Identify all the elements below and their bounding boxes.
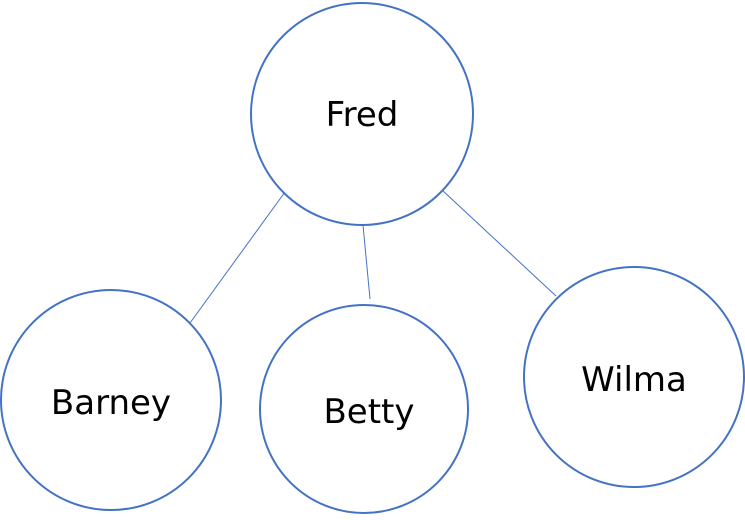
node-betty[interactable]: Betty [259, 304, 469, 514]
node-barney-circle [0, 289, 222, 511]
node-wilma-circle [523, 266, 745, 488]
node-wilma[interactable]: Wilma [523, 266, 745, 488]
node-fred-label: Fred [326, 95, 399, 135]
node-fred-circle [250, 2, 474, 226]
edges [189, 189, 557, 324]
node-betty-circle [259, 304, 469, 514]
node-fred[interactable]: Fred [250, 2, 474, 226]
edge-fred-wilma [441, 189, 557, 297]
edge-fred-betty [362, 224, 371, 300]
edge-fred-barney [189, 191, 286, 324]
node-betty-label: Betty [323, 392, 414, 432]
node-barney[interactable]: Barney [0, 289, 222, 511]
node-wilma-label: Wilma [581, 360, 687, 400]
node-barney-label: Barney [51, 383, 171, 423]
